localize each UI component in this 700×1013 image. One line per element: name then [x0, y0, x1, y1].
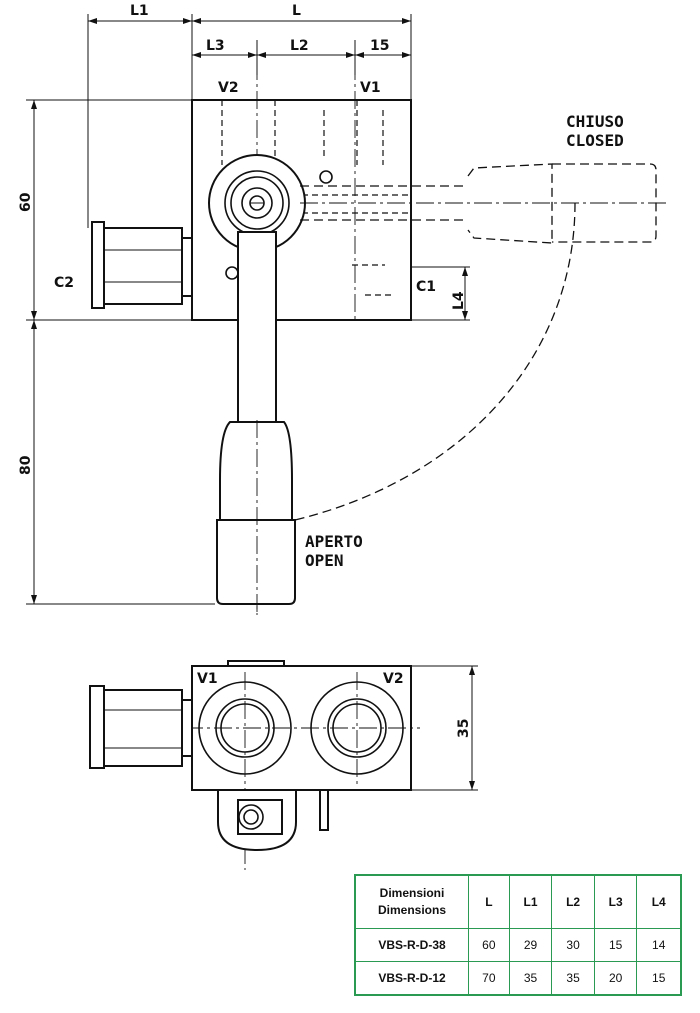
port-v2-side-label: V2: [383, 671, 404, 687]
closed-en-label: CLOSED: [566, 131, 624, 150]
table-header-row: Dimensioni Dimensions L L1 L2 L3 L4: [354, 874, 682, 929]
open-en-label: OPEN: [305, 551, 344, 570]
depth-dimension: [411, 665, 478, 791]
dim-15-label: 15: [370, 38, 389, 54]
dim-80-label: 80: [18, 455, 34, 475]
row-model: VBS-R-D-12: [354, 961, 469, 996]
header-italian: Dimensioni: [379, 886, 445, 900]
col-header-l2: L2: [551, 874, 595, 929]
fitting-c2: [91, 221, 193, 309]
port-v2-top-label: V2: [218, 80, 239, 96]
col-header-l1: L1: [508, 874, 553, 929]
handle-closed-phantom: [294, 163, 668, 521]
dim-l4-label: L4: [451, 291, 467, 310]
table-row: VBS-R-D-12 70 35 35 20 15: [354, 961, 682, 996]
col-header-l: L: [468, 874, 510, 929]
col-header-l4: L4: [636, 874, 682, 929]
dim-35-label: 35: [456, 719, 472, 738]
cell-l: 60: [468, 928, 510, 962]
dimensions-table: Dimensioni Dimensions L L1 L2 L3 L4 VBS-…: [354, 874, 682, 996]
valve-body-side: [185, 660, 420, 870]
cell-l2: 30: [551, 928, 595, 962]
dim-l-label: L: [292, 3, 301, 19]
row-model: VBS-R-D-38: [354, 928, 469, 962]
col-header-l3: L3: [593, 874, 638, 929]
port-v1-side-label: V1: [197, 671, 218, 687]
handle-open: [216, 231, 296, 615]
closed-it-label: CHIUSO: [566, 112, 624, 131]
header-english: Dimensions: [377, 903, 446, 917]
table-header-title: Dimensioni Dimensions: [354, 874, 469, 929]
port-v1-top-label: V1: [360, 80, 381, 96]
cell-l3: 20: [593, 961, 638, 996]
port-c2-label: C2: [54, 275, 74, 291]
port-c1-label: C1: [416, 279, 436, 295]
top-dimension-lines: [87, 14, 412, 228]
cell-l: 70: [468, 961, 510, 996]
dim-60-label: 60: [18, 192, 34, 212]
cell-l3: 15: [593, 928, 638, 962]
table-row: VBS-R-D-38 60 29 30 15 14: [354, 928, 682, 962]
cell-l4: 14: [636, 928, 682, 962]
dim-l3-label: L3: [206, 38, 225, 54]
open-it-label: APERTO: [305, 532, 363, 551]
cell-l1: 35: [508, 961, 553, 996]
fitting-side: [89, 685, 193, 769]
left-dimension-lines: [26, 99, 215, 605]
handle-side: [217, 789, 329, 852]
cell-l4: 15: [636, 961, 682, 996]
dim-l2-label: L2: [290, 38, 309, 54]
l4-dimension: [411, 266, 470, 321]
dim-l1-label: L1: [130, 3, 149, 19]
cell-l2: 35: [551, 961, 595, 996]
cell-l1: 29: [508, 928, 553, 962]
